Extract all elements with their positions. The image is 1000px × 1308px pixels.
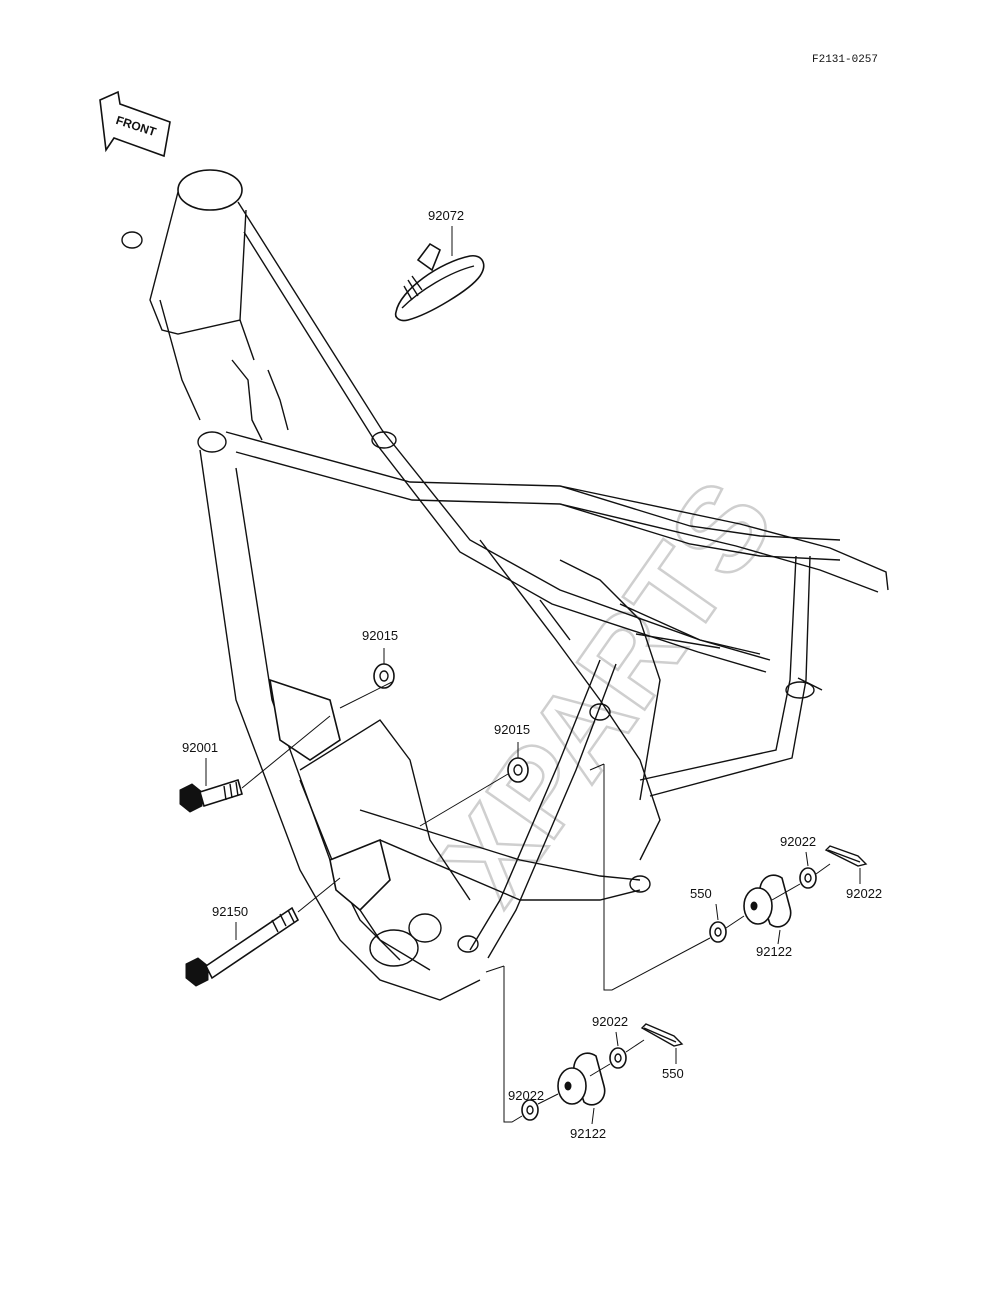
- front-arrow-icon: FRONT: [99, 90, 171, 158]
- part-label-550-lower: 550: [662, 1066, 684, 1081]
- part-label-92022-a: 92022: [780, 834, 816, 849]
- part-550-lower-cotter-pin: [640, 1023, 684, 1047]
- upper-mount-axis-line: [603, 764, 711, 991]
- part-label-92072: 92072: [428, 208, 464, 223]
- motorcycle-frame: [121, 169, 889, 1001]
- part-92022-c-washer: [609, 1047, 627, 1069]
- part-label-92001: 92001: [182, 740, 218, 755]
- part-label-92022-d: 92022: [508, 1088, 544, 1103]
- part-92150-long-bolt: [185, 906, 300, 987]
- part-92015-upper-nut: [373, 663, 395, 689]
- part-92022-b-washer: [709, 921, 727, 943]
- part-label-92022-c: 92022: [592, 1014, 628, 1029]
- part-92122-upper-bushing: [743, 874, 792, 928]
- part-label-550-upper: 92022: [846, 886, 882, 901]
- part-92022-a-washer: [799, 867, 817, 889]
- part-label-92022-b: 550: [690, 886, 712, 901]
- part-label-92150: 92150: [212, 904, 248, 919]
- part-label-92015-lower: 92015: [494, 722, 530, 737]
- part-label-92015-upper: 92015: [362, 628, 398, 643]
- part-label-92122-upper: 92122: [756, 944, 792, 959]
- part-92022-d-washer: [521, 1099, 539, 1121]
- part-550-upper-cotter-pin: [824, 845, 868, 867]
- part-label-92122-lower: 92122: [570, 1126, 606, 1141]
- part-92122-lower-bushing: [557, 1052, 606, 1106]
- part-92015-lower-nut: [507, 757, 529, 783]
- lower-mount-axis-line: [503, 966, 523, 1123]
- part-92072-clamp-band: [394, 242, 485, 322]
- watermark: XPARTS: [415, 458, 799, 926]
- part-92001-bolt: [179, 778, 243, 813]
- diagram-code: F2131-0257: [812, 54, 878, 66]
